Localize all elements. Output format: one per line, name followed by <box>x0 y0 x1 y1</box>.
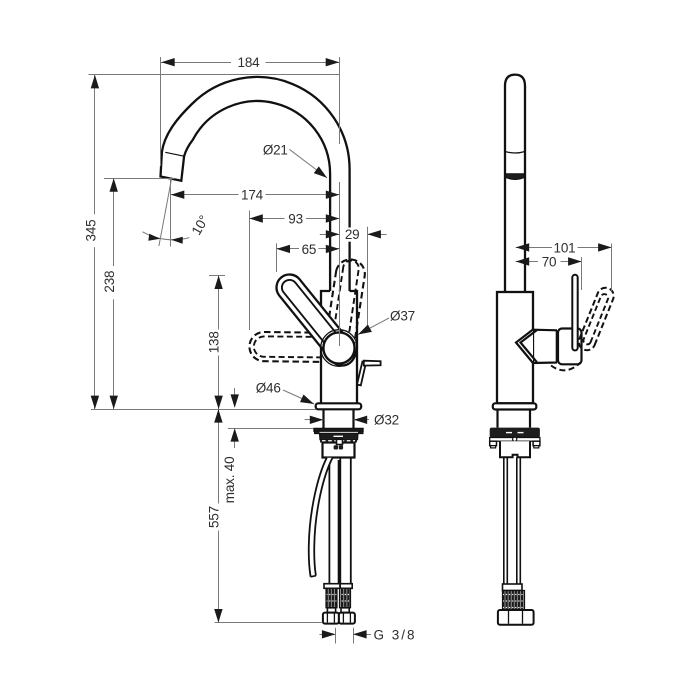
svg-text:65: 65 <box>302 242 317 257</box>
svg-text:29: 29 <box>345 227 360 242</box>
svg-text:Ø37: Ø37 <box>390 309 415 324</box>
svg-text:Ø46: Ø46 <box>256 380 281 395</box>
svg-text:G 3/8: G 3/8 <box>374 627 417 642</box>
svg-text:93: 93 <box>288 211 303 226</box>
svg-text:557: 557 <box>206 506 221 528</box>
svg-text:max. 40: max. 40 <box>222 457 237 504</box>
svg-text:174: 174 <box>241 188 264 203</box>
svg-text:101: 101 <box>554 240 576 255</box>
svg-text:70: 70 <box>542 254 557 269</box>
svg-text:184: 184 <box>238 55 261 70</box>
svg-text:238: 238 <box>102 271 117 293</box>
svg-text:345: 345 <box>84 220 99 242</box>
svg-text:138: 138 <box>206 331 221 353</box>
svg-text:Ø21: Ø21 <box>263 142 288 157</box>
svg-text:Ø32: Ø32 <box>374 413 399 428</box>
